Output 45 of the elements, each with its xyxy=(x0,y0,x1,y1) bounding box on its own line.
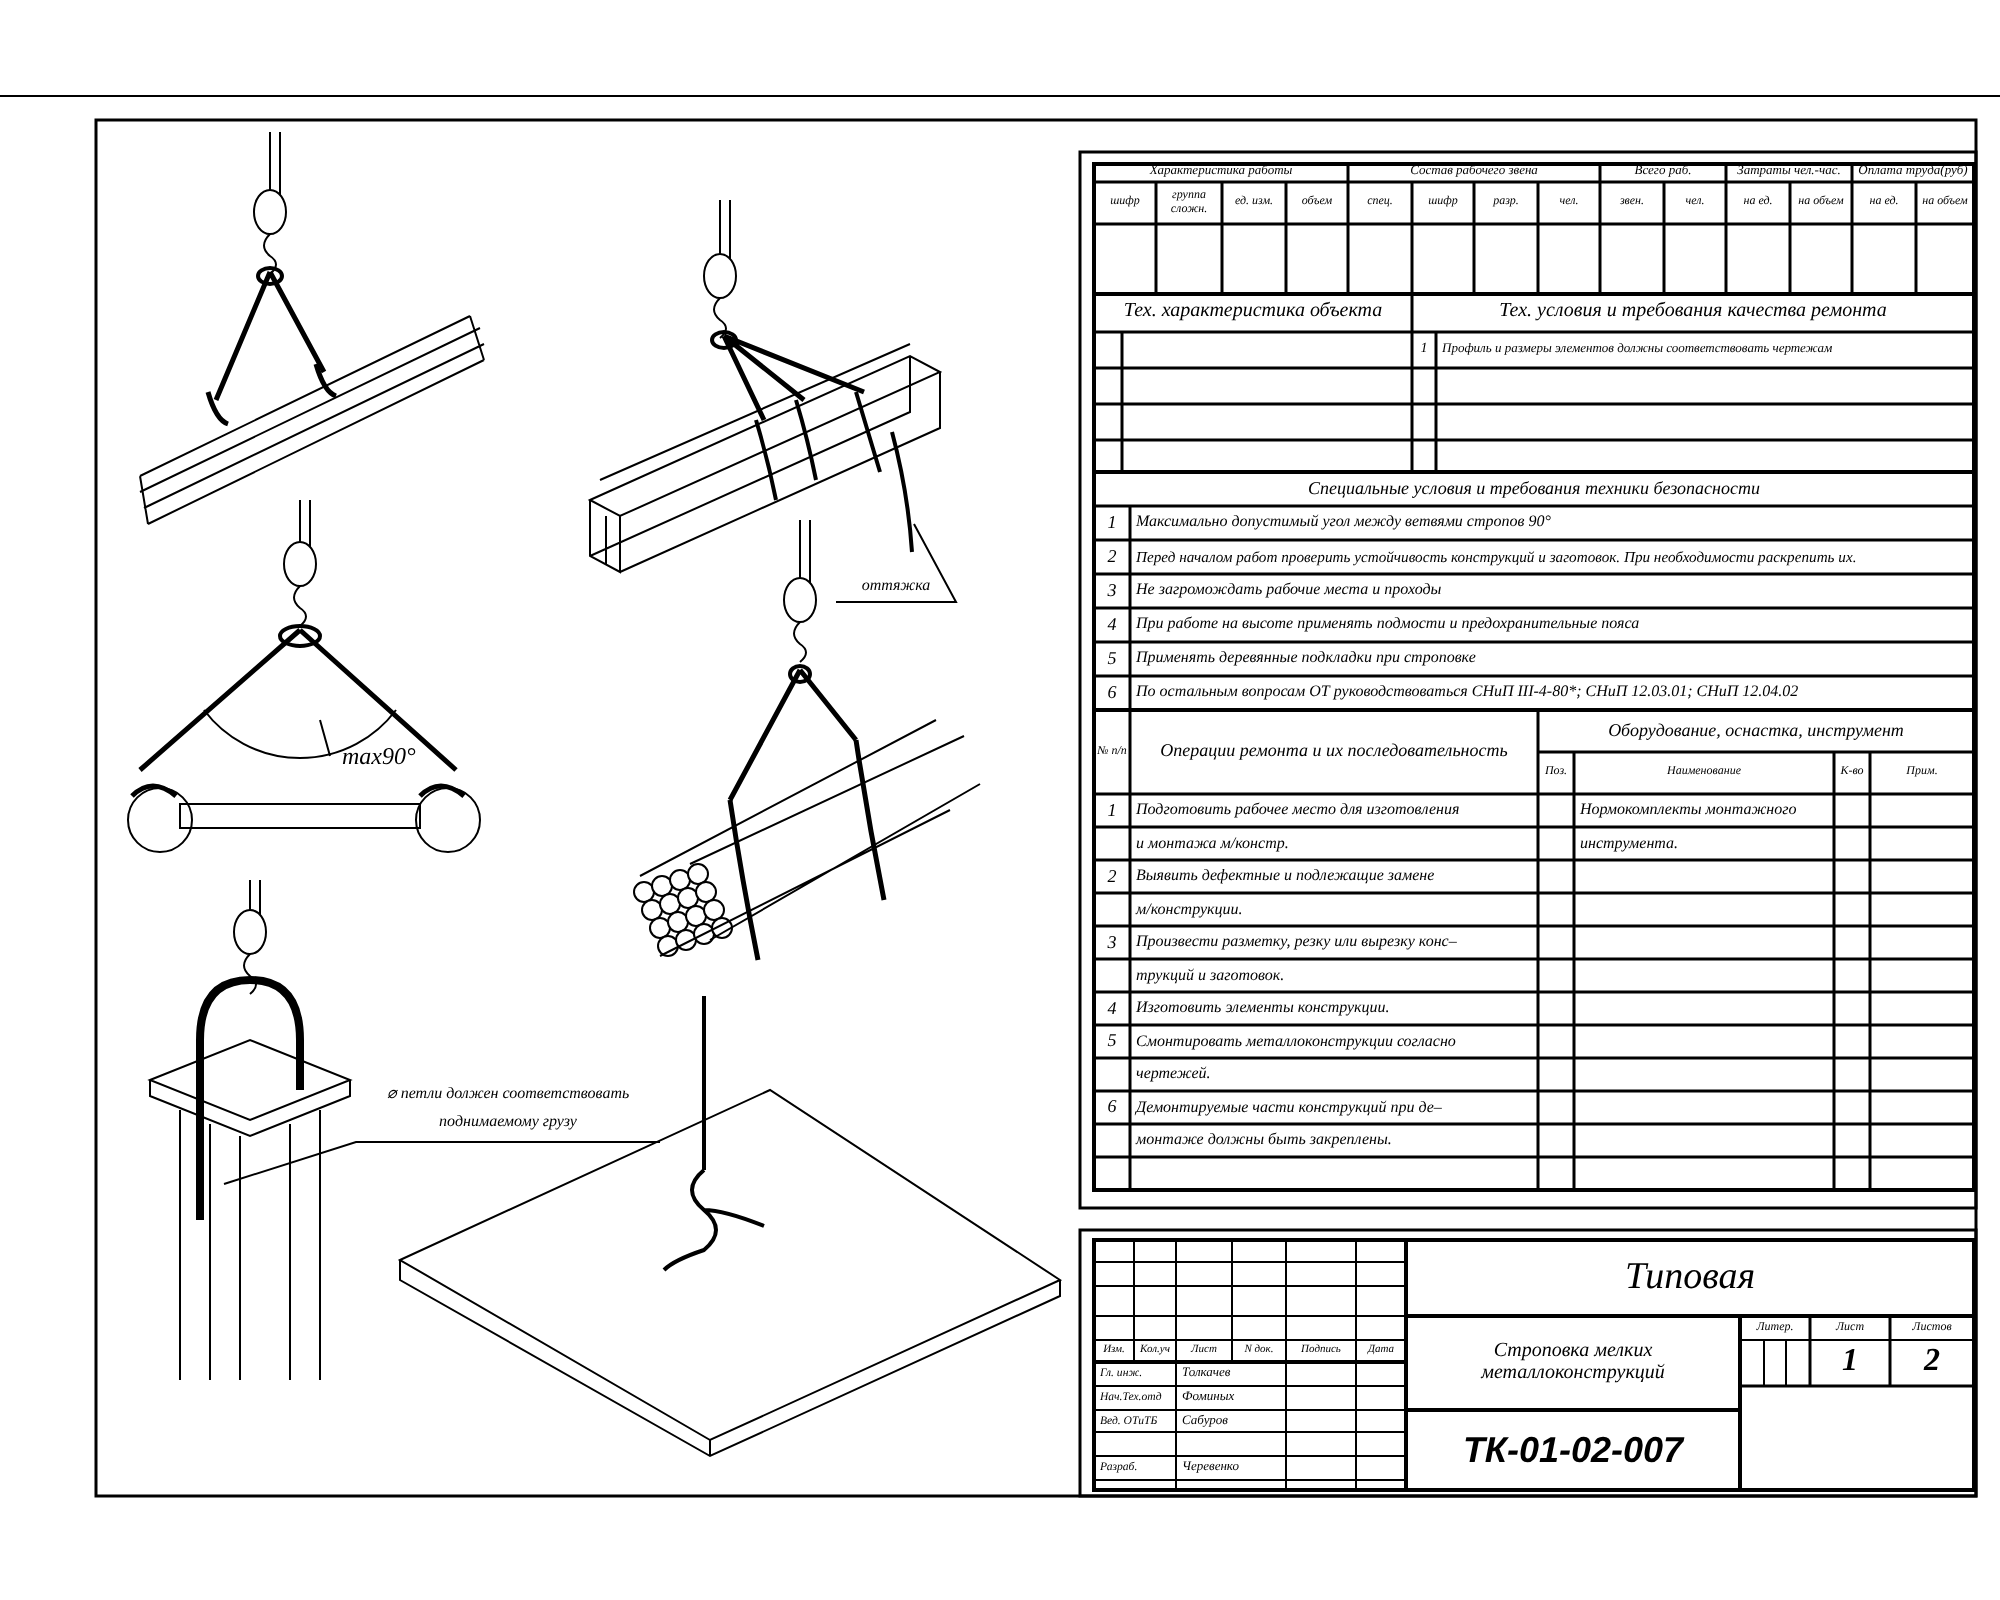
table-text: По остальным вопросам ОТ руководствоваться СНиП III-4-80*; СНиП 12.03.01; СНиП 12.04.02 xyxy=(1136,684,1799,702)
callout-text: ⌀ петли должен соответствовать поднимаемому грузу xyxy=(384,1082,632,1134)
table-text: Применять деревянные подкладки при строповке xyxy=(1136,650,1476,668)
row-number: 5 xyxy=(1107,1032,1117,1051)
leader-line xyxy=(223,1141,661,1185)
table-text: Смонтировать металлоконструкции согласно xyxy=(1136,1033,1456,1050)
row-number: 5 xyxy=(1107,649,1117,669)
row-number: 3 xyxy=(1107,581,1117,601)
sheet-number: 1 xyxy=(1842,1346,1858,1380)
table-text: монтаже должны быть закреплены. xyxy=(1136,1132,1392,1149)
row-number: 1 xyxy=(1107,801,1117,820)
table-text: Изготовить элементы конструкции. xyxy=(1136,1000,1390,1017)
table-text: Подготовить рабочее место для изготовления xyxy=(1136,802,1460,819)
document-code: ТК-01-02-007 xyxy=(1462,1431,1684,1469)
table-text: Не загромождать рабочие места и проходы xyxy=(1136,582,1442,600)
section-heading: Тех. характеристика объекта xyxy=(1123,302,1383,324)
row-number: 6 xyxy=(1107,1098,1117,1117)
table-text: м/конструкции. xyxy=(1136,901,1243,918)
row-number: 6 xyxy=(1107,683,1117,703)
row-number: 2 xyxy=(1107,547,1117,567)
section-heading: Специальные условия и требования техники безопасности xyxy=(1307,479,1760,499)
column-header: Операции ремонта и их последовательность xyxy=(1160,742,1508,762)
table-text: чертежей. xyxy=(1136,1066,1211,1083)
row-number: 4 xyxy=(1107,615,1117,635)
callout-text: оттяжка xyxy=(859,574,933,598)
table-text: Демонтируемые части конструкций при де– xyxy=(1136,1099,1442,1116)
row-number: 2 xyxy=(1107,867,1117,886)
document-title: Строповка мелких металлоконструкций xyxy=(1478,1342,1667,1384)
sheet-count: 2 xyxy=(1924,1346,1940,1380)
table-text: Произвести разметку, резку или вырезку конс– xyxy=(1136,934,1457,951)
row-number: 3 xyxy=(1107,933,1117,952)
table-text: инструмента. xyxy=(1580,835,1679,852)
table-text: Нормокомплекты монтажного xyxy=(1580,802,1797,819)
row-number: 4 xyxy=(1107,999,1117,1018)
row-number: 1 xyxy=(1107,513,1117,533)
angle-label: max90° xyxy=(342,743,416,769)
table-text: Максимально допустимый угол между ветвями стропов 90° xyxy=(1136,514,1551,532)
table-text: При работе на высоте применять подмости и предохранительные пояса xyxy=(1136,616,1640,634)
leader-line xyxy=(835,523,958,603)
section-heading: Тех. условия и требования качества ремонта xyxy=(1499,302,1887,324)
document-type: Типовая xyxy=(1624,1258,1756,1298)
table-text: и монтажа м/констр. xyxy=(1136,835,1289,852)
table-text: Выявить дефектные и подлежащие замене xyxy=(1136,868,1435,885)
table-text: трукций и заготовок. xyxy=(1136,967,1285,984)
column-header: Оборудование, оснастка, инструмент xyxy=(1608,721,1904,741)
